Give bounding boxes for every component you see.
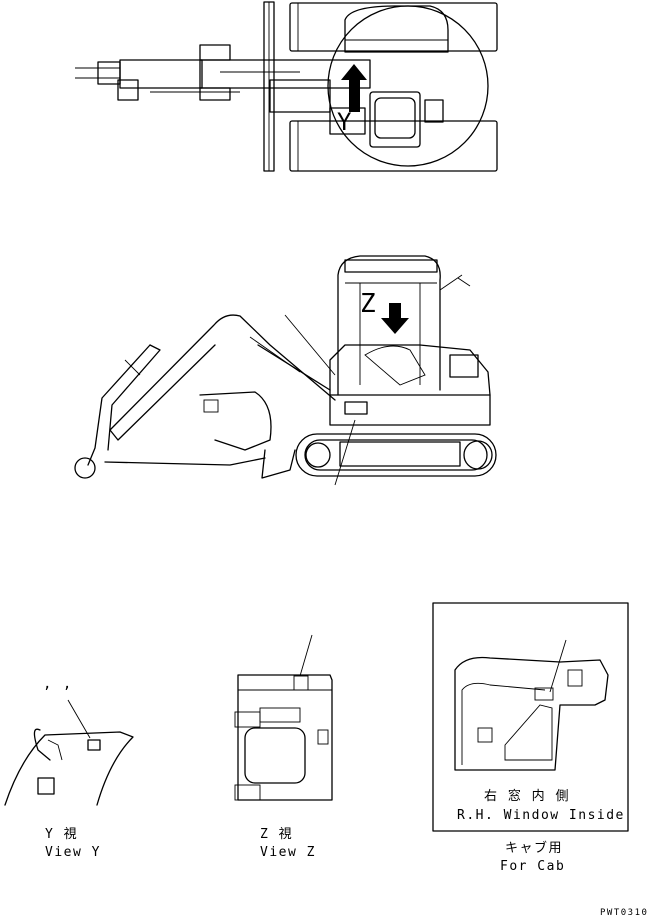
top-view-excavator: Y: [75, 1, 498, 172]
drawing-code: PWT0310: [600, 908, 648, 918]
view-y-marks: , ,: [43, 676, 73, 692]
view-y-caption-jp: Y 視: [45, 827, 78, 842]
view-z-letter: Z: [360, 289, 377, 319]
view-y-detail: , , Y 視 View Y: [4, 676, 134, 860]
cab-inside-jp: 右 窓 内 側: [484, 788, 570, 804]
cab-caption-jp: キャブ用: [505, 840, 563, 856]
cab-window-detail: 右 窓 内 側 R.H. Window Inside キャブ用 For Cab: [432, 602, 629, 874]
cab-inside-en: R.H. Window Inside: [457, 808, 625, 823]
view-z-detail: Z 視 View Z: [234, 634, 333, 860]
side-view-excavator: Z: [74, 255, 497, 486]
cab-caption-en: For Cab: [500, 859, 565, 874]
view-z-caption-en: View Z: [260, 845, 316, 860]
view-y-letter: Y: [337, 108, 353, 136]
view-y-caption-en: View Y: [45, 845, 101, 860]
view-z-caption-jp: Z 視: [260, 827, 293, 842]
